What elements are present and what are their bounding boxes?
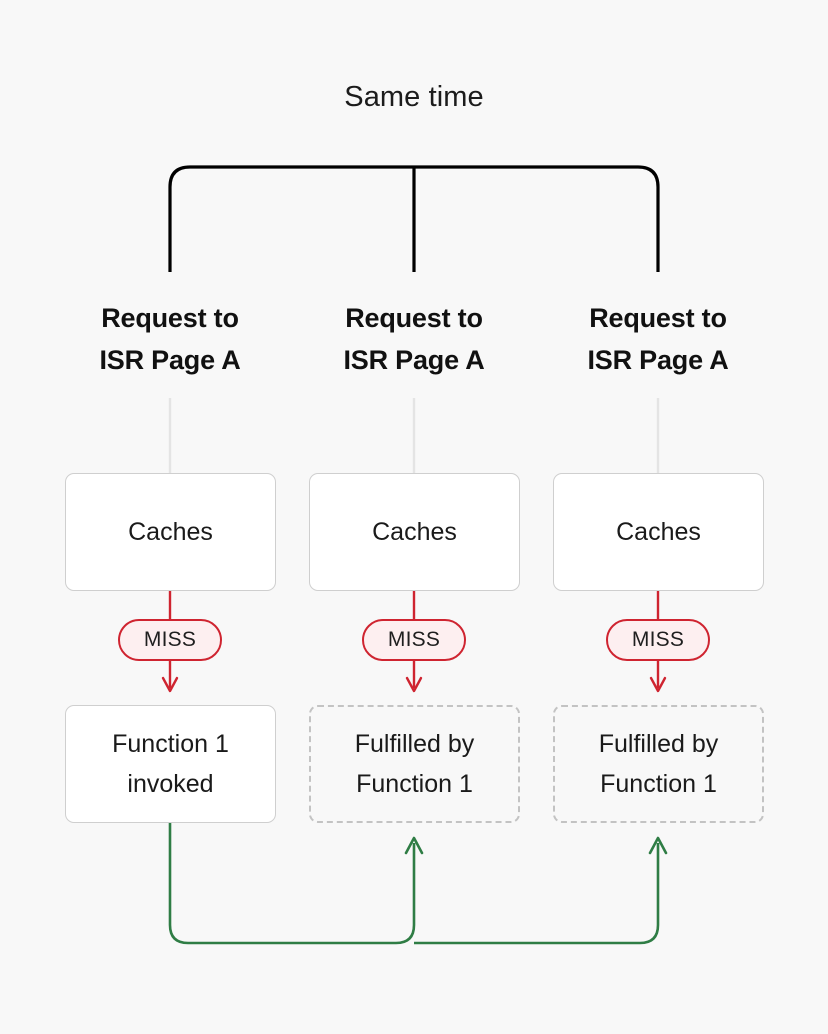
result-box-3-line2: Function 1	[600, 770, 717, 798]
result-box-2-line1: Fulfilled by	[354, 730, 475, 758]
result-box-2[interactable]: Fulfilled by Function 1	[309, 705, 520, 823]
miss-badge-1-label: MISS	[143, 628, 197, 651]
cache-box-1[interactable]: Caches	[65, 473, 276, 591]
column-heading-2: Request to ISR Page A	[289, 297, 539, 381]
column-heading-2-line1: Request to	[345, 303, 483, 333]
miss-badge-1[interactable]: MISS	[118, 619, 222, 661]
column-heading-3-line2: ISR Page A	[587, 345, 729, 375]
miss-badge-3-label: MISS	[631, 628, 685, 651]
green-arrowhead-column-3	[648, 836, 668, 855]
column-heading-1: Request to ISR Page A	[45, 297, 295, 381]
miss-badge-3[interactable]: MISS	[606, 619, 710, 661]
cache-box-2-label: Caches	[372, 518, 457, 546]
cache-box-2[interactable]: Caches	[309, 473, 520, 591]
green-feedback-path-to-column-3	[414, 843, 660, 945]
bracket-path	[168, 165, 660, 272]
column-heading-3: Request to ISR Page A	[533, 297, 783, 381]
result-box-1-line2: invoked	[127, 770, 214, 798]
result-box-3-line1: Fulfilled by	[598, 730, 719, 758]
green-feedback-path-to-column-2	[168, 823, 416, 945]
column-heading-1-line1: Request to	[101, 303, 239, 333]
column-heading-1-line2: ISR Page A	[99, 345, 241, 375]
miss-badge-2-label: MISS	[387, 628, 441, 651]
diagram-title: Same time	[344, 81, 484, 113]
cache-box-3[interactable]: Caches	[553, 473, 764, 591]
result-box-1[interactable]: Function 1 invoked	[65, 705, 276, 823]
miss-arrow-3	[649, 658, 667, 693]
miss-arrow-1	[161, 658, 179, 693]
cache-box-3-label: Caches	[616, 518, 701, 546]
miss-badge-2[interactable]: MISS	[362, 619, 466, 661]
green-arrowhead-column-2	[404, 836, 424, 855]
column-heading-2-line2: ISR Page A	[343, 345, 485, 375]
miss-arrow-2	[405, 658, 423, 693]
cache-box-1-label: Caches	[128, 518, 213, 546]
result-box-3[interactable]: Fulfilled by Function 1	[553, 705, 764, 823]
result-box-1-line1: Function 1	[112, 730, 229, 758]
result-box-2-line2: Function 1	[356, 770, 473, 798]
column-heading-3-line1: Request to	[589, 303, 727, 333]
